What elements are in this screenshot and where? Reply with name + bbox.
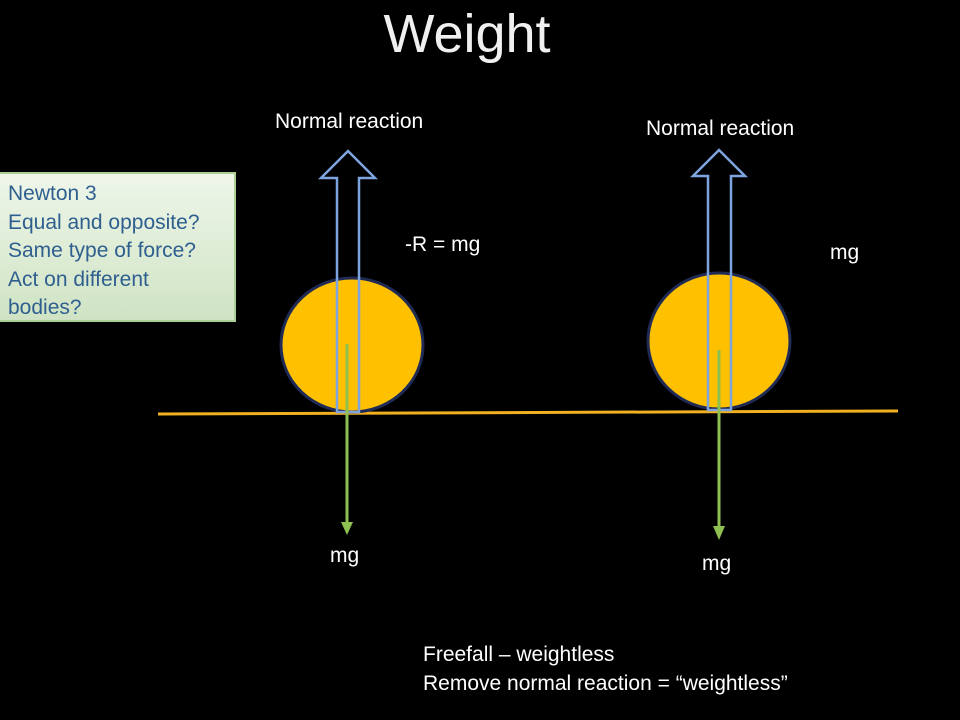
note-line: Equal and opposite? (8, 210, 200, 234)
note-line: Act on different (8, 267, 149, 291)
right-side-mg-label: mg (830, 241, 860, 264)
footer-notes: Freefall – weightless Remove normal reac… (423, 640, 788, 698)
note-line: bodies? (8, 296, 82, 319)
right-weight-label: mg (702, 552, 732, 575)
slide-title: Weight (383, 4, 551, 64)
note-line: Same type of force? (8, 239, 196, 262)
footer-line-remove-normal: Remove normal reaction = “weightless” (423, 672, 788, 695)
note-line: Newton 3 (8, 182, 97, 205)
ground-line (157, 409, 899, 416)
newton3-note-box: Newton 3 Equal and opposite? Same type o… (0, 172, 236, 322)
left-normal-reaction-arrow (317, 149, 379, 414)
left-weight-arrowhead (341, 522, 353, 535)
relation-label: -R = mg (405, 233, 481, 256)
footer-line-freefall: Freefall – weightless (423, 643, 615, 666)
right-normal-reaction-arrow (689, 148, 749, 412)
right-normal-reaction-label: Normal reaction (646, 117, 795, 140)
left-weight-label: mg (330, 544, 360, 567)
right-weight-arrowhead (713, 526, 725, 540)
left-normal-reaction-label: Normal reaction (275, 110, 424, 133)
left-ball (279, 276, 425, 414)
